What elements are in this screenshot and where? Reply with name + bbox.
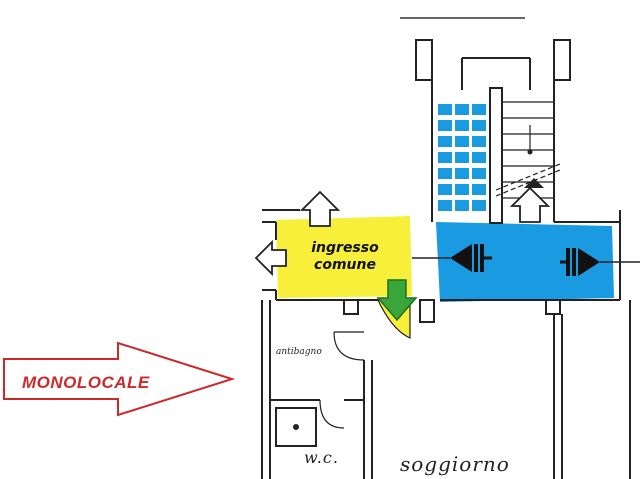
- landing-area: [436, 222, 614, 302]
- left-outline-arrow-icon: [254, 239, 287, 277]
- antibagno-door: [333, 331, 365, 361]
- entrance-walls: [262, 209, 378, 315]
- ingresso-label-line2: comune: [314, 257, 376, 273]
- passage-marker-right-icon: [560, 248, 640, 276]
- ingresso-label-line1: ingresso: [311, 240, 379, 256]
- landing-walls: [419, 210, 621, 323]
- blue-step-markers: [438, 104, 486, 211]
- stair-treads: [502, 101, 554, 199]
- passage-marker-left-icon: [412, 244, 492, 272]
- shower-tray-icon: [275, 407, 317, 447]
- wc-door: [319, 399, 345, 429]
- red-outline-arrow-icon: [3, 341, 236, 417]
- soggiorno-label: soggiorno: [400, 452, 510, 476]
- stair-direction: [495, 125, 561, 197]
- green-down-arrow-icon: [376, 279, 418, 322]
- apartment-walls: [261, 300, 631, 479]
- antibagno-label: antibagno: [276, 347, 322, 357]
- monolocale-label: MONOLOCALE: [22, 373, 150, 392]
- wc-label: w.c.: [304, 448, 339, 467]
- up-outline-arrow-icon: [299, 190, 341, 227]
- up-landing-arrow-icon: [509, 186, 551, 223]
- ingresso-label: ingresso comune: [300, 240, 390, 274]
- stair-walls: [415, 39, 571, 224]
- ingresso-area: [276, 216, 412, 298]
